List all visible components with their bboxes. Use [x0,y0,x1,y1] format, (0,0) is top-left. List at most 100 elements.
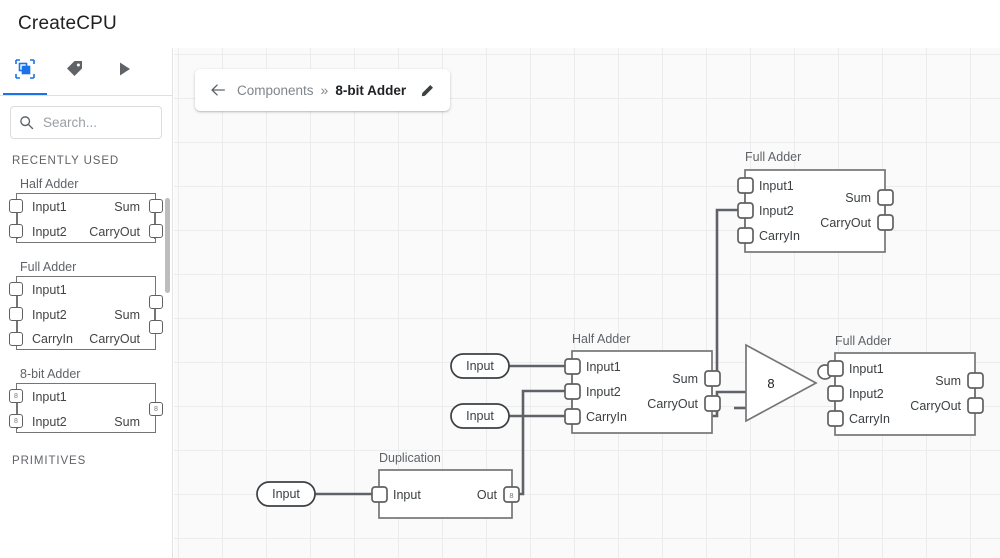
input-pin-carryin[interactable] [827,410,844,427]
gate-width-label: 8 [767,376,774,391]
port-label: Input1 [759,179,794,193]
output-pin-carryout[interactable] [704,395,721,412]
output-pin-sum[interactable] [877,189,894,206]
palette-item-full-adder[interactable]: Full Adder Input1 Input2 Sum CarryIn Car… [0,260,172,350]
output-pin[interactable] [149,295,163,309]
port-label: Input2 [32,307,67,322]
tab-active-underline [3,93,47,95]
port-label: Input2 [32,224,67,239]
section-heading-primitives: PRIMITIVES [12,455,87,467]
palette-item-body: Input1 Sum Input2 CarryOut [9,193,163,243]
port-label: CarryOut [647,397,698,411]
input-pin[interactable]: 8 [9,414,23,428]
palette-item-title: 8-bit Adder [20,367,81,381]
wire-duplication-out-to-halfadder-input2 [512,389,572,496]
input-pin[interactable] [9,282,23,296]
tab-labels[interactable] [50,48,100,95]
port-label: CarryIn [32,332,73,346]
input-pin-input1[interactable] [827,360,844,377]
pencil-icon[interactable] [420,82,436,98]
pin-rail [16,389,18,429]
node-buffer-gate[interactable]: 8 [745,343,833,423]
pin-width: 8 [154,405,158,413]
input-pin-input2[interactable] [737,202,754,219]
port-label: Sum [114,414,140,429]
palette-item-body: Input1 Input2 Sum CarryIn CarryOut [9,276,163,350]
node-title: Full Adder [835,334,891,348]
io-input-pill-2[interactable]: Input [450,403,510,429]
output-pin-carryout[interactable] [877,214,894,231]
search-icon [19,115,34,130]
port-label: CarryIn [849,412,890,426]
pill-label: Input [272,487,300,501]
input-pin-input1[interactable] [737,177,754,194]
input-pin[interactable] [9,307,23,321]
pill-body[interactable] [450,353,510,379]
port-label: Input2 [586,385,621,399]
input-pin-input1[interactable] [564,358,581,375]
input-pin[interactable]: 8 [9,389,23,403]
input-pin[interactable] [9,224,23,238]
port-label: Out [477,488,498,502]
output-pin-carryout[interactable] [967,397,984,414]
port-label: CarryOut [820,216,871,230]
port-label: Input2 [759,204,794,218]
pill-body[interactable] [256,481,316,507]
output-pin[interactable] [149,320,163,334]
port-label: CarryOut [89,224,140,239]
output-pin-sum[interactable] [704,370,721,387]
input-pin-carryin[interactable] [737,227,754,244]
sidebar-scrollbar[interactable] [165,198,170,293]
input-pin-input[interactable] [371,486,388,503]
output-pin[interactable]: 8 [149,402,163,416]
port-label: CarryIn [586,410,627,424]
palette-item-8-bit-adder[interactable]: 8-bit Adder Input1 Input2 Sum 8 8 8 [0,367,172,433]
component-icon [14,58,36,85]
output-pin[interactable] [149,199,163,213]
node-body[interactable] [744,169,886,253]
node-half-adder[interactable]: Half Adder Input1 Input2 CarryIn Sum Car… [564,332,721,434]
node-full-adder-right[interactable]: Full Adder Input1 Input2 CarryIn Sum Car… [827,334,984,436]
port-label: Input1 [32,282,67,297]
palette-list: Half Adder Input1 Sum Input2 CarryOut [0,177,172,433]
node-body[interactable] [834,352,976,436]
tab-components[interactable] [0,48,50,95]
app-title: CreateCPU [18,13,117,34]
port-label: Input [393,488,421,502]
io-input-pill-1[interactable]: Input [450,353,510,379]
node-full-adder-top[interactable]: Full Adder Input1 Input2 Sum CarryIn Sum… [737,150,894,253]
input-pin-input2[interactable] [827,385,844,402]
gate-triangle[interactable] [745,343,818,423]
schematic-canvas[interactable]: Components » 8-bit Adder .box { fill:#ff… [174,48,1000,558]
input-pin-carryin[interactable] [564,408,581,425]
schematic-graph: .box { fill:#ffffff; stroke:#757575; str… [256,150,984,519]
output-pin[interactable] [149,224,163,238]
palette-item-title: Half Adder [20,177,79,191]
input-pin[interactable] [9,199,23,213]
port-label: Sum [935,374,961,388]
breadcrumb-parent[interactable]: Components [237,82,314,98]
port-label: Input2 [849,387,884,401]
breadcrumb-separator: » [320,82,329,98]
input-pin-input2[interactable] [564,383,581,400]
palette-item-half-adder[interactable]: Half Adder Input1 Sum Input2 CarryOut [0,177,172,243]
pill-label: Input [466,409,494,423]
search-container [0,96,172,139]
tag-icon [65,59,85,84]
palette-item-body: Input1 Input2 Sum 8 8 8 [9,383,163,433]
node-duplication[interactable]: Duplication 8 Input Out [371,451,520,519]
input-pin[interactable] [9,332,23,346]
search-box[interactable] [10,106,162,139]
port-label: Input1 [586,360,621,374]
pill-body[interactable] [450,403,510,429]
tab-run[interactable] [100,48,150,95]
pin-width: 8 [14,417,18,425]
search-input[interactable] [41,114,153,131]
port-label: Sum [672,372,698,386]
output-pin-out[interactable] [503,486,520,503]
port-label: Input1 [849,362,884,376]
arrow-left-icon[interactable] [205,81,237,99]
io-input-pill-3[interactable]: Input [256,481,316,507]
output-pin-sum[interactable] [967,372,984,389]
pin-rail [16,199,18,239]
